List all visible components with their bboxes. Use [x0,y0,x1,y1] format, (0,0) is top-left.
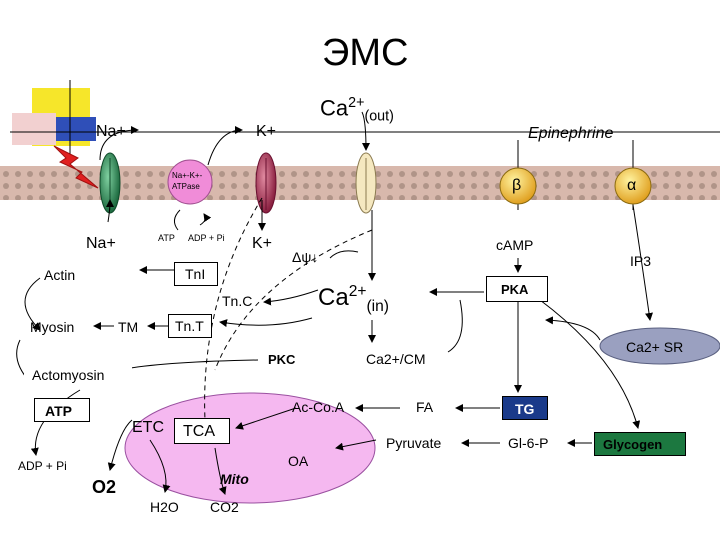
page-title: ЭМС [322,32,409,74]
deco-blue-square [56,117,96,141]
ca-out-label: Ca2+(out) [320,95,394,125]
arrow-ca-entry [361,111,370,151]
arrow-ca-cm [447,299,463,353]
atp-box: ATP [34,398,90,422]
pka-label: PKA [501,282,529,297]
k-out-label: K+ [256,123,277,140]
tm-label: TM [118,319,139,335]
pump-label-line1: Na+-K+- [172,171,203,180]
arrow-k-out [207,126,243,166]
pump-adp-label: ADP + Pi [188,233,225,243]
glycogen-box: Glycogen [594,432,686,456]
arrow-na-in [105,199,114,223]
tg-label: TG [515,401,535,417]
arrow-sr-ca [545,316,601,341]
fa-label: FA [416,399,434,415]
epinephrine-label: Epinephrine [528,125,614,142]
arrow-ca-tnt [219,317,313,328]
ca-cm-label: Ca2+/CM [366,351,426,367]
etc-label: ETC [132,419,164,436]
tnc-label: Tn.C [222,293,253,309]
pump-atp-label: ATP [158,233,175,243]
lightning-icon [53,145,99,189]
myosin-label: Myosin [30,319,75,335]
arrow-co2 [214,447,227,495]
camp-label: cAMP [496,237,534,253]
sarcoplasmic-reticulum [599,327,720,365]
arrow-pka-glycogen [539,299,641,429]
arrow-ca-tnc [263,289,319,306]
dashed-path-ca-mito [214,229,373,371]
mito-label: Mito [220,471,249,487]
tg-box: TG [502,396,548,420]
actin-label: Actin [44,267,76,283]
ip3-label: IP3 [630,253,652,269]
sr-label: Ca2+ SR [626,339,684,355]
arrow-acetyl-tca [235,407,297,430]
g6p-label: Gl-6-P [508,435,549,451]
o2-box: O2 [84,472,132,502]
pka-box: PKA [486,276,548,302]
deco-pink-square [12,113,56,145]
tni-box: TnI [174,262,218,286]
k-in-label: K+ [252,235,273,252]
glycogen-label: Glycogen [603,437,663,452]
beta-receptor [499,167,537,205]
dashed-path-k-mito [204,197,263,421]
actomyosin-label: Actomyosin [32,367,105,383]
delta-psi-label: Δψ↓ [292,249,319,265]
o2-label: O2 [92,477,117,497]
arrow-ip3-sr [632,204,653,321]
tnt-label: Tn.T [175,318,204,334]
co2-label: CO2 [210,499,239,515]
pkc-box: PKC [260,346,316,374]
adp-pi-label: ADP + Pi [18,459,67,473]
arrow-pkc-actomyosin [109,359,259,375]
na-in-label: Na+ [86,235,116,252]
arrow-actin-myosin [24,277,41,331]
tnt-box: Tn.T [168,314,212,338]
na-k-atpase-pump [167,159,213,205]
pump-label-line2: ATPase [172,182,200,191]
arrow-na-out [99,126,139,161]
arrow-adp [199,213,212,226]
beta-symbol: β [512,177,522,194]
tni-label: TnI [185,266,206,282]
ca-in-label: Ca2+(in) [318,283,389,315]
tca-box: TCA [174,418,230,444]
arrow-delta-psi [329,250,359,259]
pyruvate-label: Pyruvate [386,435,442,451]
alpha-symbol: α [627,177,637,194]
acetyl-coa-label: Ac-Co.A [292,399,345,415]
arrow-pyruvate-oa [335,439,377,451]
actomyosin-box: Actomyosin [24,364,132,386]
arrow-h2o [149,439,171,493]
pkc-label: PKC [268,352,296,367]
arrow-etc-o2 [107,419,133,471]
arrow-atp [174,209,181,231]
h2o-label: H2O [150,499,179,515]
alpha-receptor [614,167,652,205]
tca-label: TCA [183,423,215,440]
na-out-label: Na+ [96,123,126,140]
atp-label: ATP [45,403,72,419]
oa-label: OA [288,453,309,469]
